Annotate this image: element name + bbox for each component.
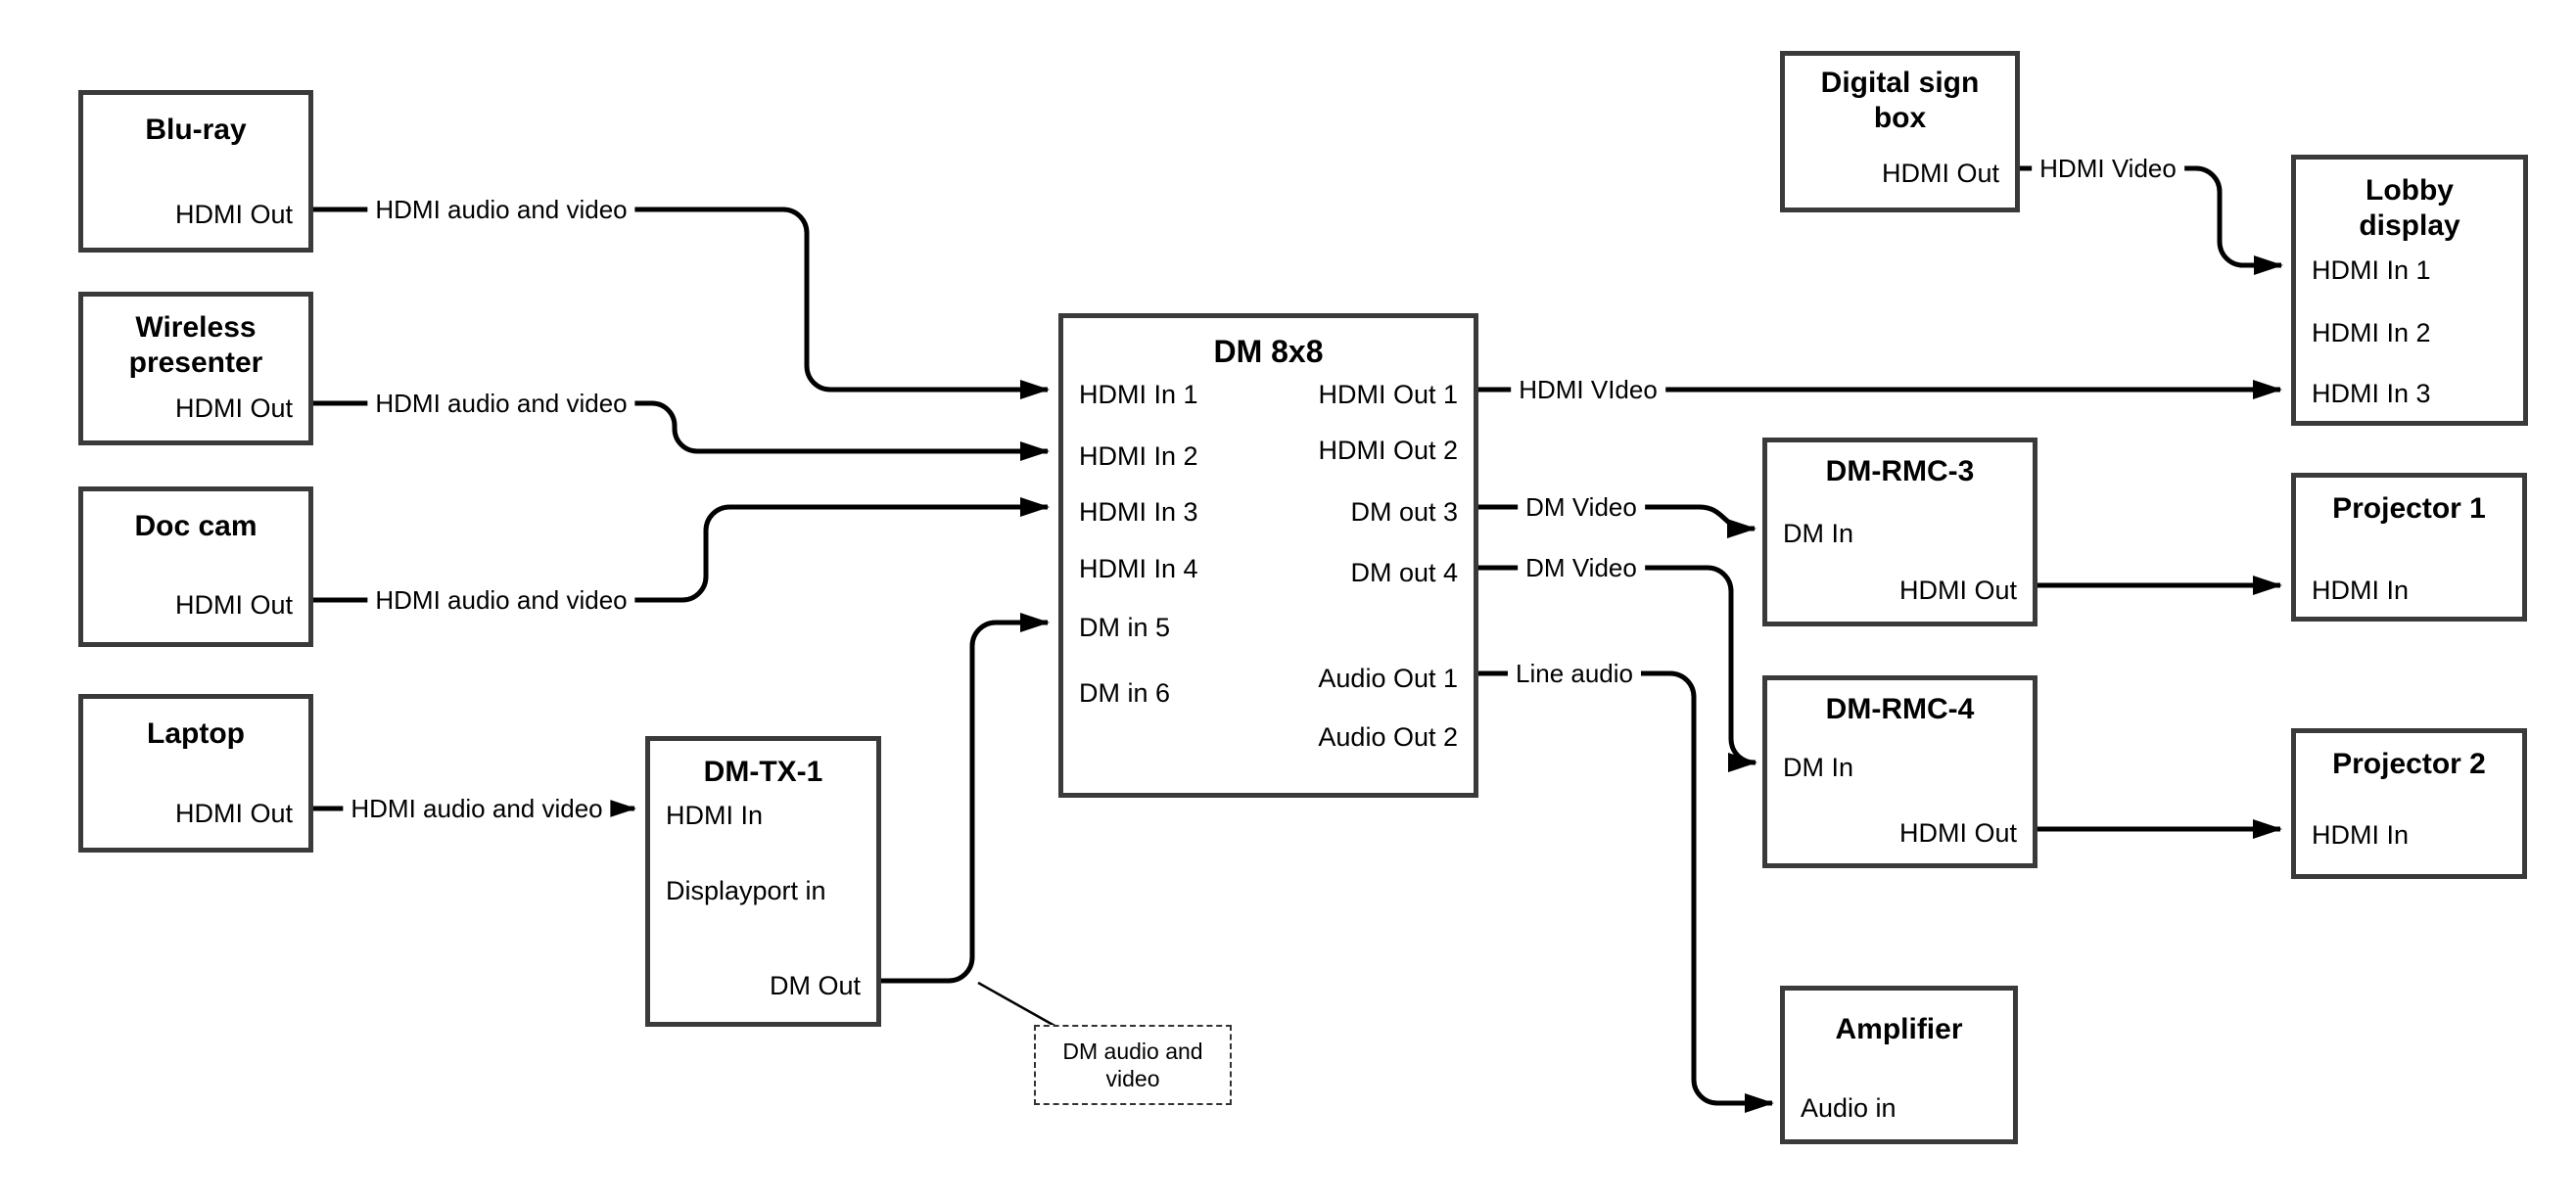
box-title: Digital sign box	[1820, 67, 1980, 134]
port-hdmi-in-4: HDMI In 4	[1079, 554, 1198, 583]
port-audio-out-2: Audio Out 2	[1318, 722, 1458, 752]
note-leader-line	[977, 981, 1057, 1029]
box-title: Projector 1	[2332, 492, 2486, 525]
port-dm-out-4: DM out 4	[1350, 558, 1458, 587]
port-hdmi-in-1: HDMI In 1	[1079, 380, 1198, 409]
device-box-bluray: Blu-ray HDMI Out	[78, 90, 313, 253]
box-title: Doc cam	[134, 510, 258, 542]
port-hdmi-out-1: HDMI Out 1	[1318, 380, 1458, 409]
port-dm-in: DM In	[1783, 753, 1854, 782]
box-title: Lobby display	[2359, 174, 2460, 242]
port-hdmi-out: HDMI Out	[1898, 818, 2017, 848]
wire-label-hdmi-av-laptop: HDMI audio and video	[343, 794, 611, 823]
box-title: Projector 2	[2332, 748, 2486, 780]
device-box-dm-8x8: DM 8x8 HDMI In 1 HDMI In 2 HDMI In 3 HDM…	[1058, 313, 1478, 798]
box-title: Amplifier	[1835, 1013, 1963, 1045]
box-title: DM-RMC-4	[1825, 693, 1975, 725]
device-box-dm-rmc-3: DM-RMC-3 DM In HDMI Out	[1762, 438, 2037, 626]
port-audio-in: Audio in	[1801, 1093, 1897, 1123]
wire-label-hdmi-av-doccam: HDMI audio and video	[367, 585, 635, 615]
device-box-dm-rmc-4: DM-RMC-4 DM In HDMI Out	[1762, 675, 2037, 868]
port-hdmi-in-2: HDMI In 2	[1079, 441, 1198, 471]
port-dm-in-5: DM in 5	[1079, 613, 1171, 642]
wire-label-hdmi-video-sign: HDMI Video	[2032, 154, 2184, 183]
wire-label-hdmi-av-wireless: HDMI audio and video	[367, 389, 635, 418]
wire-digitalsign-to-lobby-in1	[2019, 165, 2283, 275]
port-hdmi-in: HDMI In	[2312, 820, 2410, 850]
wire-dm8x8-out3-to-dmrmc3	[1478, 504, 1756, 538]
port-hdmi-in: HDMI In	[666, 801, 764, 830]
port-hdmi-in-1: HDMI In 1	[2312, 255, 2431, 285]
wire-label-dm-video-out3: DM Video	[1518, 492, 1645, 522]
wire-dmtx1-to-dm8x8-in5	[880, 613, 1050, 984]
device-box-doc-cam: Doc cam HDMI Out	[78, 486, 313, 647]
device-box-amplifier: Amplifier Audio in	[1780, 986, 2018, 1144]
device-box-wireless-presenter: Wireless presenter HDMI Out	[78, 292, 313, 445]
wire-wireless-to-dm8x8-in2	[313, 400, 1050, 461]
port-dm-in: DM In	[1783, 519, 1854, 548]
port-hdmi-in: HDMI In	[2312, 576, 2410, 605]
port-hdmi-out: HDMI Out	[1898, 576, 2017, 605]
port-hdmi-out: HDMI Out	[174, 393, 293, 423]
port-dm-in-6: DM in 6	[1079, 678, 1171, 708]
wire-label-hdmi-video-out1: HDMI VIdeo	[1511, 375, 1665, 404]
box-title: Blu-ray	[145, 114, 247, 146]
box-title: Wireless presenter	[128, 311, 263, 379]
device-box-projector-2: Projector 2 HDMI In	[2291, 728, 2527, 879]
port-hdmi-in-3: HDMI In 3	[2312, 379, 2431, 408]
port-hdmi-out-2: HDMI Out 2	[1318, 436, 1458, 465]
wire-doccam-to-dm8x8-in3	[313, 497, 1050, 603]
box-title: DM-TX-1	[703, 756, 823, 788]
device-box-lobby-display: Lobby display HDMI In 1 HDMI In 2 HDMI I…	[2291, 155, 2528, 426]
port-hdmi-out: HDMI Out	[1881, 159, 1999, 188]
port-audio-out-1: Audio Out 1	[1318, 664, 1458, 693]
port-dm-out-3: DM out 3	[1350, 497, 1458, 527]
device-box-projector-1: Projector 1 HDMI In	[2291, 473, 2527, 622]
wire-bluray-to-dm8x8-in1	[313, 207, 1050, 399]
box-title: Laptop	[147, 717, 245, 750]
box-title: DM 8x8	[1213, 334, 1324, 369]
wire-label-line-audio: Line audio	[1508, 659, 1641, 688]
port-hdmi-out: HDMI Out	[174, 799, 293, 828]
device-box-dm-tx-1: DM-TX-1 HDMI In Displayport in DM Out	[645, 736, 881, 1027]
wire-dm8x8-aout1-to-amplifier	[1478, 670, 1774, 1113]
port-hdmi-out: HDMI Out	[174, 200, 293, 229]
wire-label-hdmi-av-bluray: HDMI audio and video	[367, 195, 635, 224]
port-hdmi-out: HDMI Out	[174, 590, 293, 620]
port-displayport-in: Displayport in	[666, 876, 826, 905]
wire-dm8x8-out4-to-dmrmc4	[1478, 565, 1757, 772]
port-hdmi-in-3: HDMI In 3	[1079, 497, 1198, 527]
device-box-digital-sign: Digital sign box HDMI Out	[1780, 51, 2020, 212]
wire-label-dm-video-out4: DM Video	[1518, 553, 1645, 582]
port-dm-out: DM Out	[769, 971, 861, 1000]
device-box-laptop: Laptop HDMI Out	[78, 694, 313, 853]
port-hdmi-in-2: HDMI In 2	[2312, 318, 2431, 347]
box-title: DM-RMC-3	[1825, 455, 1975, 487]
annotation-dm-audio-video: DM audio and video	[1034, 1025, 1232, 1105]
